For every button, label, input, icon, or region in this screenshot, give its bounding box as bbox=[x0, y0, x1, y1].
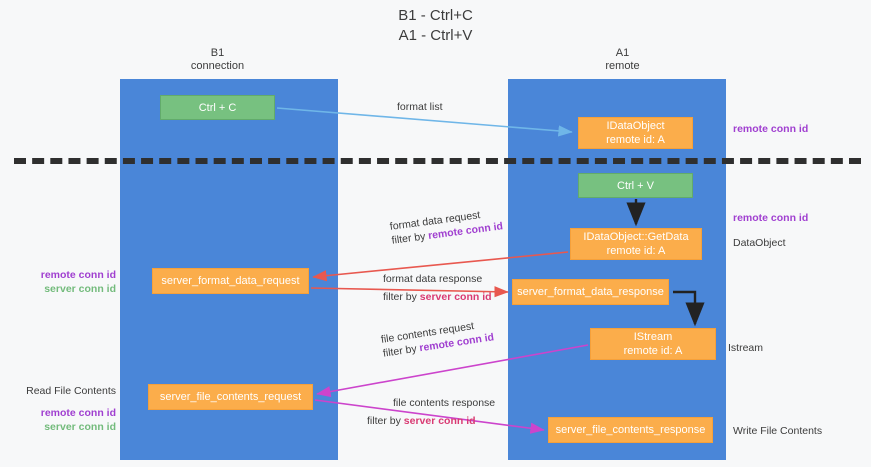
node-istream[interactable]: IStream remote id: A bbox=[590, 328, 716, 360]
annotation-right-dataobject: DataObject bbox=[733, 236, 786, 250]
filter-prefix: filter by bbox=[383, 291, 420, 303]
node-idataobject-label: IDataObject bbox=[606, 120, 665, 132]
filter-prefix: filter by bbox=[382, 342, 421, 360]
column-header-b1: B1 connection bbox=[155, 47, 280, 73]
node-server-format-data-response-label: server_format_data_response bbox=[517, 286, 664, 298]
phase-divider bbox=[14, 158, 861, 164]
annotation-left-middle-remote: remote conn id bbox=[40, 269, 116, 281]
edge-label-file-contents-response-filter: filter by server conn id bbox=[367, 414, 495, 428]
edge-label-format-data-response: format data response filter by server co… bbox=[383, 272, 492, 304]
edge-label-format-list: format list bbox=[397, 100, 443, 114]
node-server-file-contents-request[interactable]: server_file_contents_request bbox=[148, 384, 313, 410]
node-server-file-contents-response-label: server_file_contents_response bbox=[555, 424, 706, 436]
node-idataobject[interactable]: IDataObject remote id: A bbox=[578, 117, 693, 149]
node-idataobject-sub: remote id: A bbox=[606, 134, 665, 146]
annotation-right-top: remote conn id bbox=[733, 122, 808, 136]
annotation-right-dataobject-text: DataObject bbox=[733, 237, 786, 249]
filter-key-server-conn-id: server conn id bbox=[419, 291, 492, 303]
edge-label-format-data-response-filter: filter by server conn id bbox=[383, 290, 492, 304]
column-header-a1-role: remote bbox=[605, 60, 640, 72]
edge-label-format-data-response-line1: format data response bbox=[383, 273, 483, 285]
column-header-a1-name: A1 bbox=[615, 47, 630, 59]
edge-label-file-contents-request: file contents request filter by remote c… bbox=[380, 316, 495, 360]
node-ctrl-c-label: Ctrl + C bbox=[198, 101, 237, 114]
node-server-format-data-response[interactable]: server_format_data_response bbox=[512, 279, 669, 305]
annotation-right-top-remote: remote conn id bbox=[733, 123, 809, 135]
node-idataobject-getdata-label: IDataObject::GetData bbox=[583, 231, 689, 243]
node-ctrl-c[interactable]: Ctrl + C bbox=[160, 95, 275, 120]
node-server-format-data-request[interactable]: server_format_data_request bbox=[152, 268, 309, 294]
node-ctrl-v-label: Ctrl + V bbox=[617, 179, 654, 192]
annotation-right-istream-text: Istream bbox=[728, 342, 764, 354]
page-title: B1 - Ctrl+C A1 - Ctrl+V bbox=[0, 6, 871, 46]
node-istream-label: IStream bbox=[633, 331, 673, 343]
annotation-left-bottom-server: server conn id bbox=[44, 421, 116, 433]
edge-label-format-data-request: format data request filter by remote con… bbox=[389, 205, 504, 247]
annotation-right-istream: Istream bbox=[728, 341, 763, 355]
title-line-2: A1 - Ctrl+V bbox=[398, 27, 473, 44]
column-header-a1: A1 remote bbox=[560, 47, 685, 73]
filter-prefix: filter by bbox=[367, 415, 404, 427]
annotation-left-bottom-heading: Read File Contents bbox=[26, 385, 116, 397]
node-server-file-contents-response[interactable]: server_file_contents_response bbox=[548, 417, 713, 443]
node-server-file-contents-request-label: server_file_contents_request bbox=[159, 391, 302, 403]
node-server-format-data-request-label: server_format_data_request bbox=[161, 275, 300, 287]
edge-label-file-contents-response: file contents response filter by server … bbox=[367, 396, 496, 428]
annotation-left-middle: remote conn id server conn id bbox=[22, 268, 116, 296]
annotation-right-write-file-contents-text: Write File Contents bbox=[733, 425, 823, 437]
annotation-right-mid-remote: remote conn id bbox=[733, 211, 808, 225]
node-ctrl-v[interactable]: Ctrl + V bbox=[578, 173, 693, 198]
filter-key-server-conn-id: server conn id bbox=[403, 415, 476, 427]
annotation-right-mid-remote-text: remote conn id bbox=[733, 212, 809, 224]
node-idataobject-getdata[interactable]: IDataObject::GetData remote id: A bbox=[570, 228, 702, 260]
filter-prefix: filter by bbox=[390, 230, 429, 247]
column-header-b1-name: B1 bbox=[210, 47, 225, 59]
annotation-left-bottom-remote: remote conn id bbox=[40, 407, 116, 419]
node-idataobject-getdata-sub: remote id: A bbox=[606, 245, 666, 257]
edge-label-file-contents-response-line1: file contents response bbox=[393, 397, 496, 409]
edge-label-format-list-line1: format list bbox=[397, 101, 443, 113]
title-line-1: B1 - Ctrl+C bbox=[398, 7, 473, 24]
annotation-left-middle-server: server conn id bbox=[44, 283, 116, 295]
annotation-left-bottom: Read File Contents remote conn id server… bbox=[14, 384, 116, 434]
node-istream-sub: remote id: A bbox=[623, 345, 683, 357]
column-header-b1-role: connection bbox=[190, 60, 245, 72]
annotation-right-write-file-contents: Write File Contents bbox=[733, 424, 822, 438]
